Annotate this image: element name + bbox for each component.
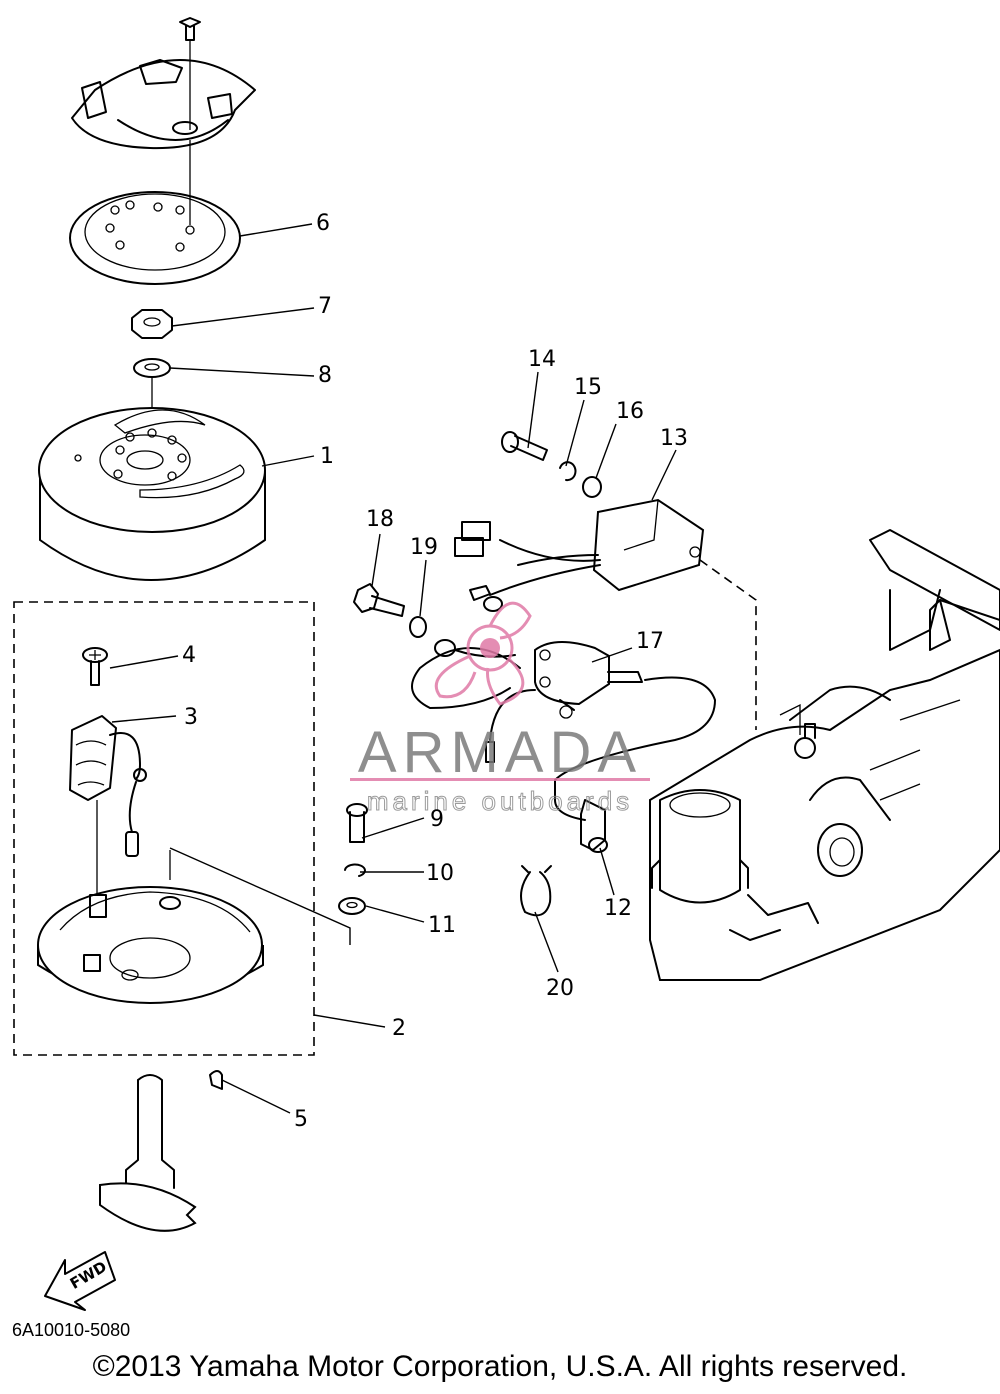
part-12-plug-cap-drawing (580, 799, 608, 853)
callout-10: 10 (426, 861, 454, 886)
part-1-flywheel-drawing (38, 407, 266, 581)
callout-1: 1 (320, 444, 334, 469)
propeller-logo-icon (434, 601, 532, 706)
part-2-base-plate-drawing (37, 886, 264, 1004)
part-8-washer-drawing (133, 358, 171, 378)
copyright-notice: ©2013 Yamaha Motor Corporation, U.S.A. A… (92, 1350, 908, 1383)
fwd-arrow (44, 1251, 116, 1311)
callout-17: 17 (636, 629, 664, 654)
part-18-bolt-drawing (353, 583, 405, 617)
watermark-brand: ARMADA (358, 720, 642, 785)
part-3-charge-coil-drawing (69, 715, 147, 857)
diagram-code: 6A10010-5080 (12, 1320, 131, 1340)
part-4-screw-drawing (82, 647, 108, 686)
callout-18: 18 (366, 507, 394, 532)
callout-11: 11 (428, 913, 456, 938)
callout-3: 3 (184, 705, 198, 730)
callout-7: 7 (318, 294, 332, 319)
part-19-washer-drawing (409, 616, 427, 638)
part-20-clamp-drawing (520, 865, 552, 917)
part-7-nut-drawing (131, 309, 173, 339)
callout-4: 4 (182, 643, 196, 668)
callout-8: 8 (318, 363, 332, 388)
callout-15: 15 (574, 375, 602, 400)
callout-12: 12 (604, 896, 632, 921)
part-9-bolt-drawing (346, 803, 368, 843)
part-13-cdi-unit-drawing (454, 498, 705, 612)
leader-lines (109, 223, 677, 1114)
callout-2: 2 (392, 1016, 406, 1041)
callout-5: 5 (294, 1107, 308, 1132)
watermark-tagline: marine outboards (367, 786, 633, 816)
part-14-screw-drawing (501, 431, 548, 461)
callout-14: 14 (528, 347, 556, 372)
part-5-crankshaft-drawing (99, 1070, 223, 1232)
part-11-washer-drawing (338, 897, 366, 915)
callout-20: 20 (546, 976, 574, 1001)
callout-6: 6 (316, 211, 330, 236)
callout-9: 9 (430, 807, 444, 832)
part-2-group-box (13, 601, 315, 1056)
part-15-lockwasher-drawing (559, 461, 577, 482)
callout-19: 19 (410, 535, 438, 560)
callout-13: 13 (660, 426, 688, 451)
callout-16: 16 (616, 399, 644, 424)
callout-labels: 6 7 8 1 4 3 2 5 9 10 11 12 20 14 15 16 1… (182, 211, 688, 1132)
part-10-lockwasher-drawing (344, 863, 366, 877)
armada-watermark: ARMADA marine outboards (350, 601, 650, 817)
part-6-starter-plate-drawing (69, 17, 256, 285)
part-16-washer-drawing (582, 476, 602, 498)
engine-block-drawing (649, 529, 1000, 981)
watermark-rule (350, 778, 650, 781)
